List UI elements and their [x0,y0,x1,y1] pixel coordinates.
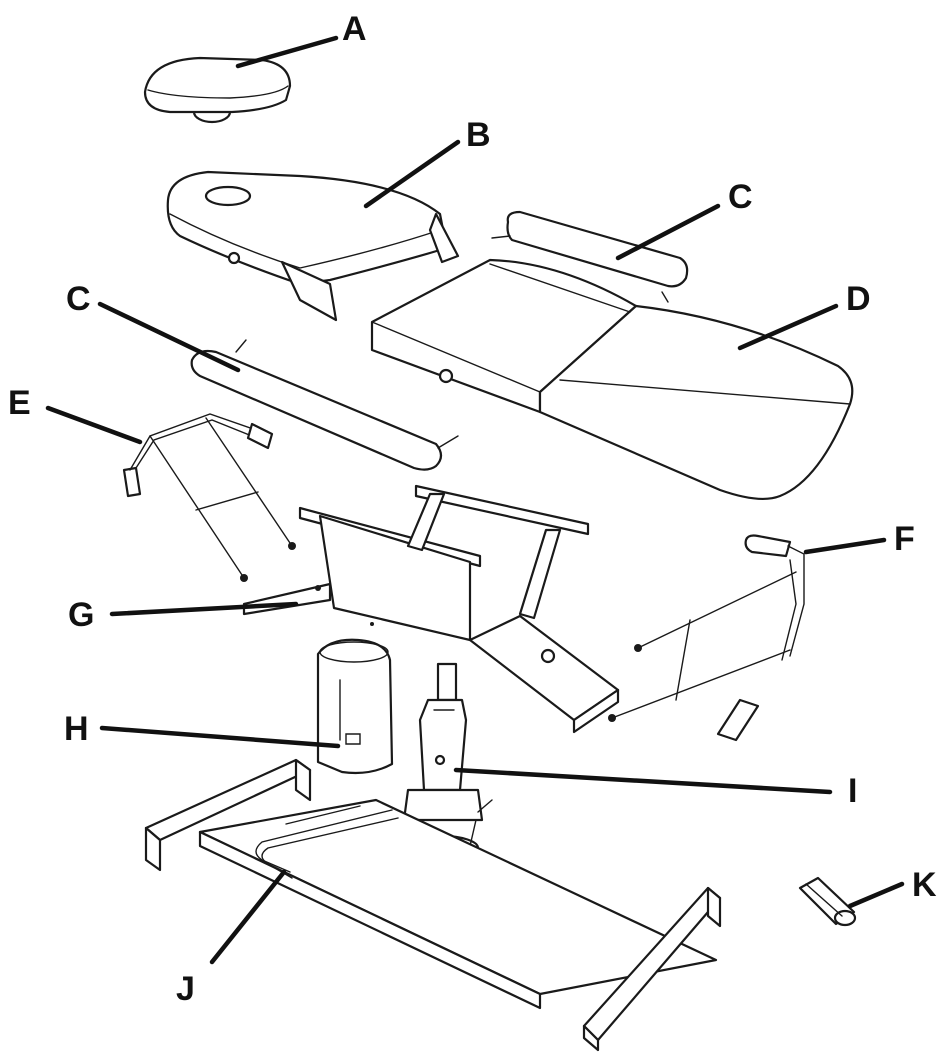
leader-g [109,601,299,617]
leader-a [235,35,339,69]
part-e-left-frame [122,413,296,582]
leader-lines [45,35,905,965]
label-h: H [64,710,89,748]
label-e: E [8,384,31,422]
part-base-stand [144,758,722,1052]
leader-f [803,537,887,555]
leader-j [209,869,287,965]
part-k-sleeve [798,876,857,927]
label-k: K [912,866,937,904]
label-j: J [176,970,195,1008]
label-g: G [68,596,94,634]
part-j-wire-handle [255,805,399,879]
part-a-headrest-pillow [143,56,292,124]
part-c-top-armrest [491,210,689,303]
part-c-left-armrest [190,339,459,471]
leader-c-top [615,203,721,261]
leader-h [99,725,341,749]
leader-c-left [97,301,241,373]
leader-e [45,405,143,445]
part-g-base-frame [242,484,620,734]
part-b-head-cushion [166,170,460,322]
label-d: D [846,280,871,318]
leader-d [737,303,839,351]
label-c-top: C [728,178,753,216]
leader-b [363,139,461,209]
leader-k [847,881,905,909]
part-f-right-frame [608,534,805,742]
label-c-left: C [66,280,91,318]
label-f: F [894,520,915,558]
part-d-seat-cushion [370,258,854,501]
leader-i [453,767,833,795]
label-a: A [342,10,367,48]
part-h-column-cover [316,622,394,775]
label-b: B [466,116,491,154]
label-i: I [848,772,857,810]
